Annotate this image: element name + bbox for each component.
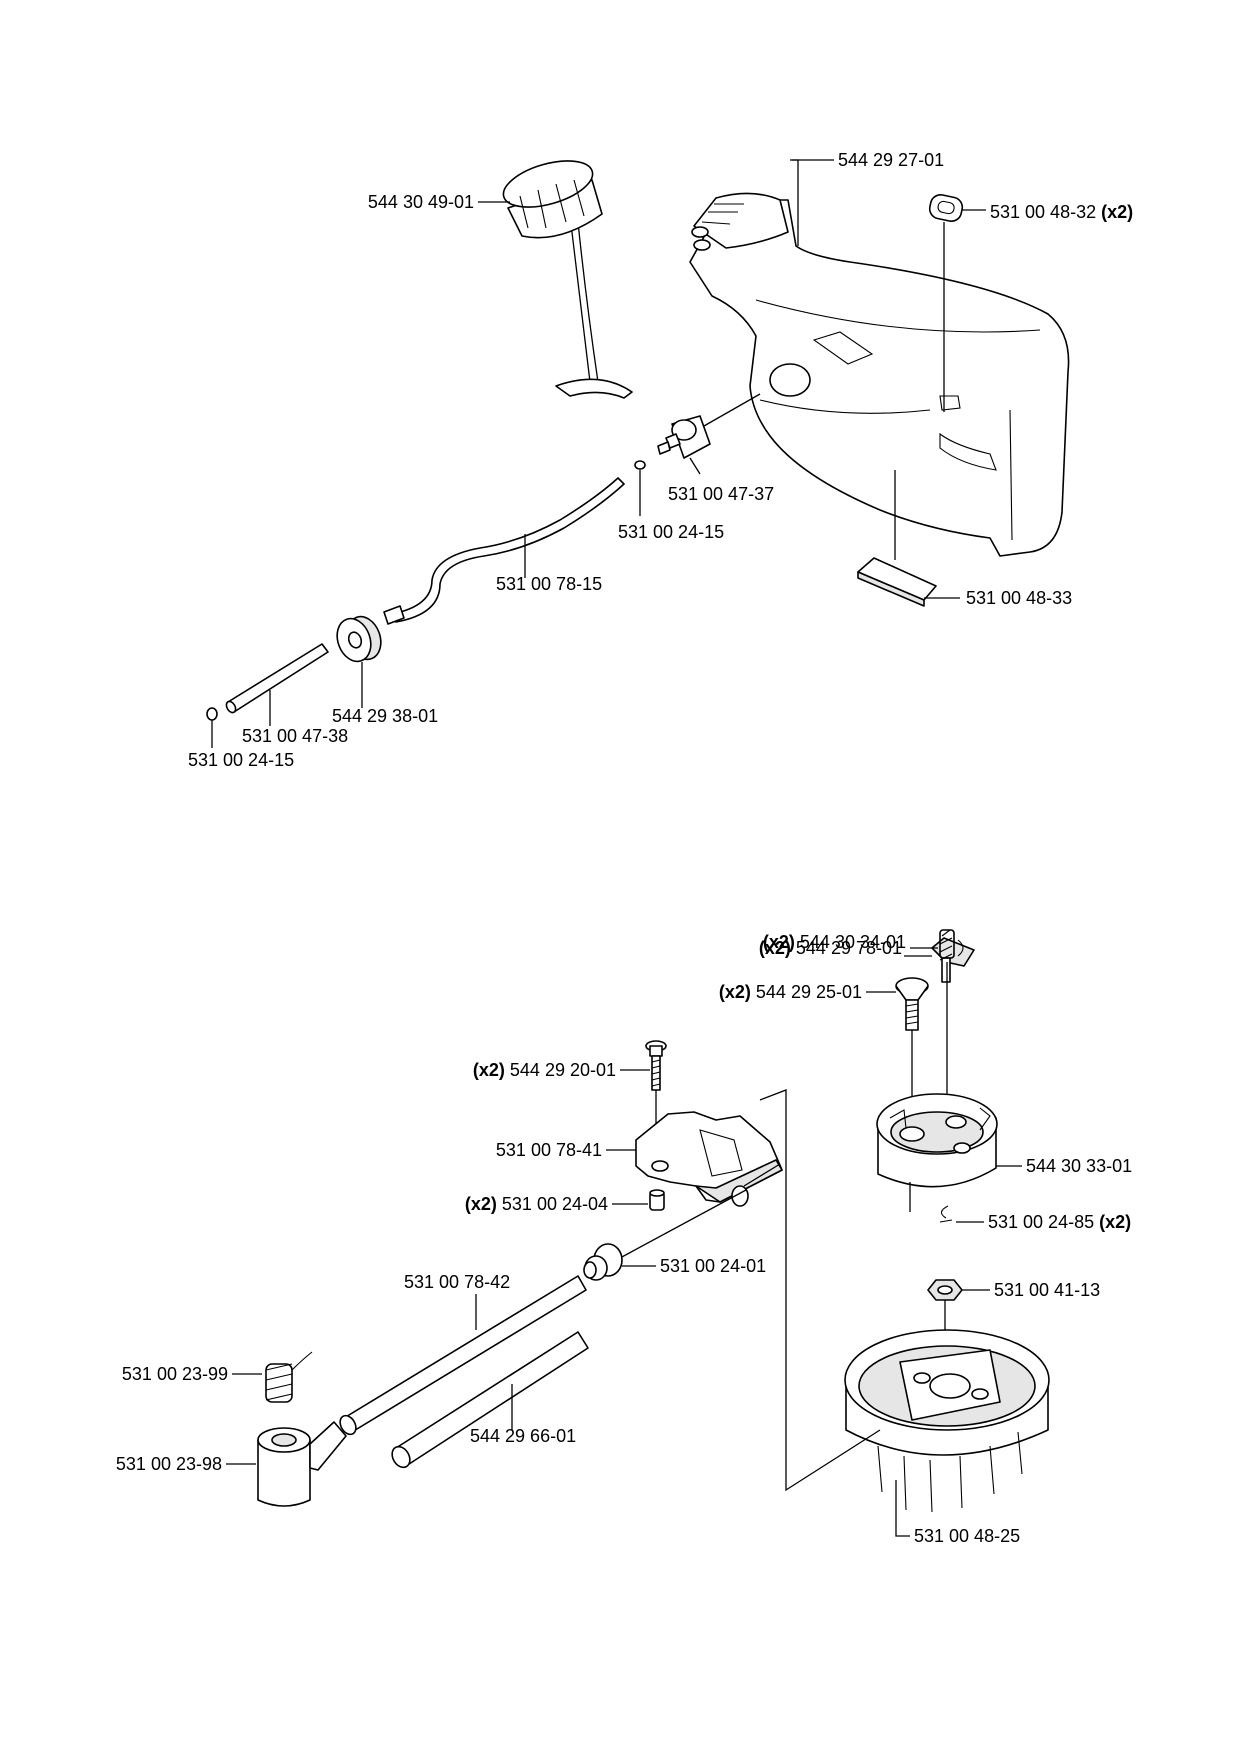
label-ignition-screw: (x2) 544 29 20-01: [473, 1060, 616, 1080]
nut-drawing: [927, 1279, 963, 1380]
hose-clip-lower-drawing: [206, 707, 218, 721]
label-nut: 531 00 41-13: [994, 1280, 1100, 1300]
label-fuel-tank: 544 29 27-01: [838, 150, 944, 170]
grommet-bottom-drawing: [857, 470, 937, 607]
label-tank-grommet: 544 29 38-01: [332, 706, 438, 726]
label-spacer: (x2) 531 00 24-04: [465, 1194, 608, 1214]
assembly-separator-line: [759, 1089, 881, 1492]
spark-plug-boot-drawing: [257, 1421, 347, 1507]
label-key-pin: (x2) 544 29 78-01: [759, 938, 902, 958]
label-protective-tube: 544 29 66-01: [470, 1426, 576, 1446]
label-spark-plug-spring: 531 00 23-99: [122, 1364, 228, 1384]
protective-tube-drawing: [391, 1331, 589, 1469]
label-circlip: 531 00 24-85 (x2): [988, 1212, 1131, 1232]
circlip-drawing: [939, 1205, 953, 1223]
label-grommet-bottom: 531 00 48-33: [966, 588, 1072, 608]
ignition-module-drawing: [635, 1111, 783, 1207]
fuel-hose-drawing: [383, 477, 625, 625]
starter-cup-drawing: [876, 1093, 998, 1212]
ht-lead-drawing: [339, 1275, 587, 1436]
label-starter-cup: 544 30 33-01: [1026, 1156, 1132, 1176]
key-pin-drawing: [931, 937, 975, 983]
label-pickup-hose: 531 00 47-38: [242, 726, 348, 746]
label-flywheel: 531 00 48-25: [914, 1526, 1020, 1546]
label-hose-clip-upper: 531 00 24-15: [618, 522, 724, 542]
primer-starter-assembly: (x2) 544 29 78-01 (x2) 544 30 34-01 (x2)…: [116, 929, 1132, 1546]
label-small-spring: (x2) 544 30 34-01: [763, 932, 906, 952]
hose-clip-upper-drawing: [634, 460, 646, 470]
label-fuel-cap: 544 30 49-01: [368, 192, 474, 212]
fuel-tank-assembly: 544 30 49-01 544 29 27-01 531 00 48-32 (…: [188, 150, 1133, 770]
connector-grommet-drawing: [583, 1189, 747, 1281]
label-hose-clip-lower: 531 00 24-15: [188, 750, 294, 770]
spark-plug-spring-drawing: [265, 1351, 313, 1403]
fuel-tank-drawing: [689, 192, 1070, 557]
fuel-filter-drawing: [657, 393, 761, 459]
spacer-drawing: [649, 1189, 665, 1211]
label-countersunk-screw: (x2) 544 29 25-01: [719, 982, 862, 1002]
label-connector-grommet: 531 00 24-01: [660, 1256, 766, 1276]
label-fuel-filter: 531 00 47-37: [668, 484, 774, 504]
fuel-cap-drawing: [502, 160, 633, 399]
label-fuel-hose: 531 00 78-15: [496, 574, 602, 594]
pickup-hose-drawing: [225, 643, 329, 714]
countersunk-screw-drawing: [895, 977, 929, 1122]
label-ignition-module: 531 00 78-41: [496, 1140, 602, 1160]
label-ht-lead: 531 00 78-42: [404, 1272, 510, 1292]
grommet-top-drawing: [928, 193, 964, 412]
label-grommet-top: 531 00 48-32 (x2): [990, 202, 1133, 222]
label-spark-plug-boot: 531 00 23-98: [116, 1454, 222, 1474]
flywheel-drawing: [844, 1329, 1050, 1537]
tank-grommet-drawing: [336, 615, 382, 708]
